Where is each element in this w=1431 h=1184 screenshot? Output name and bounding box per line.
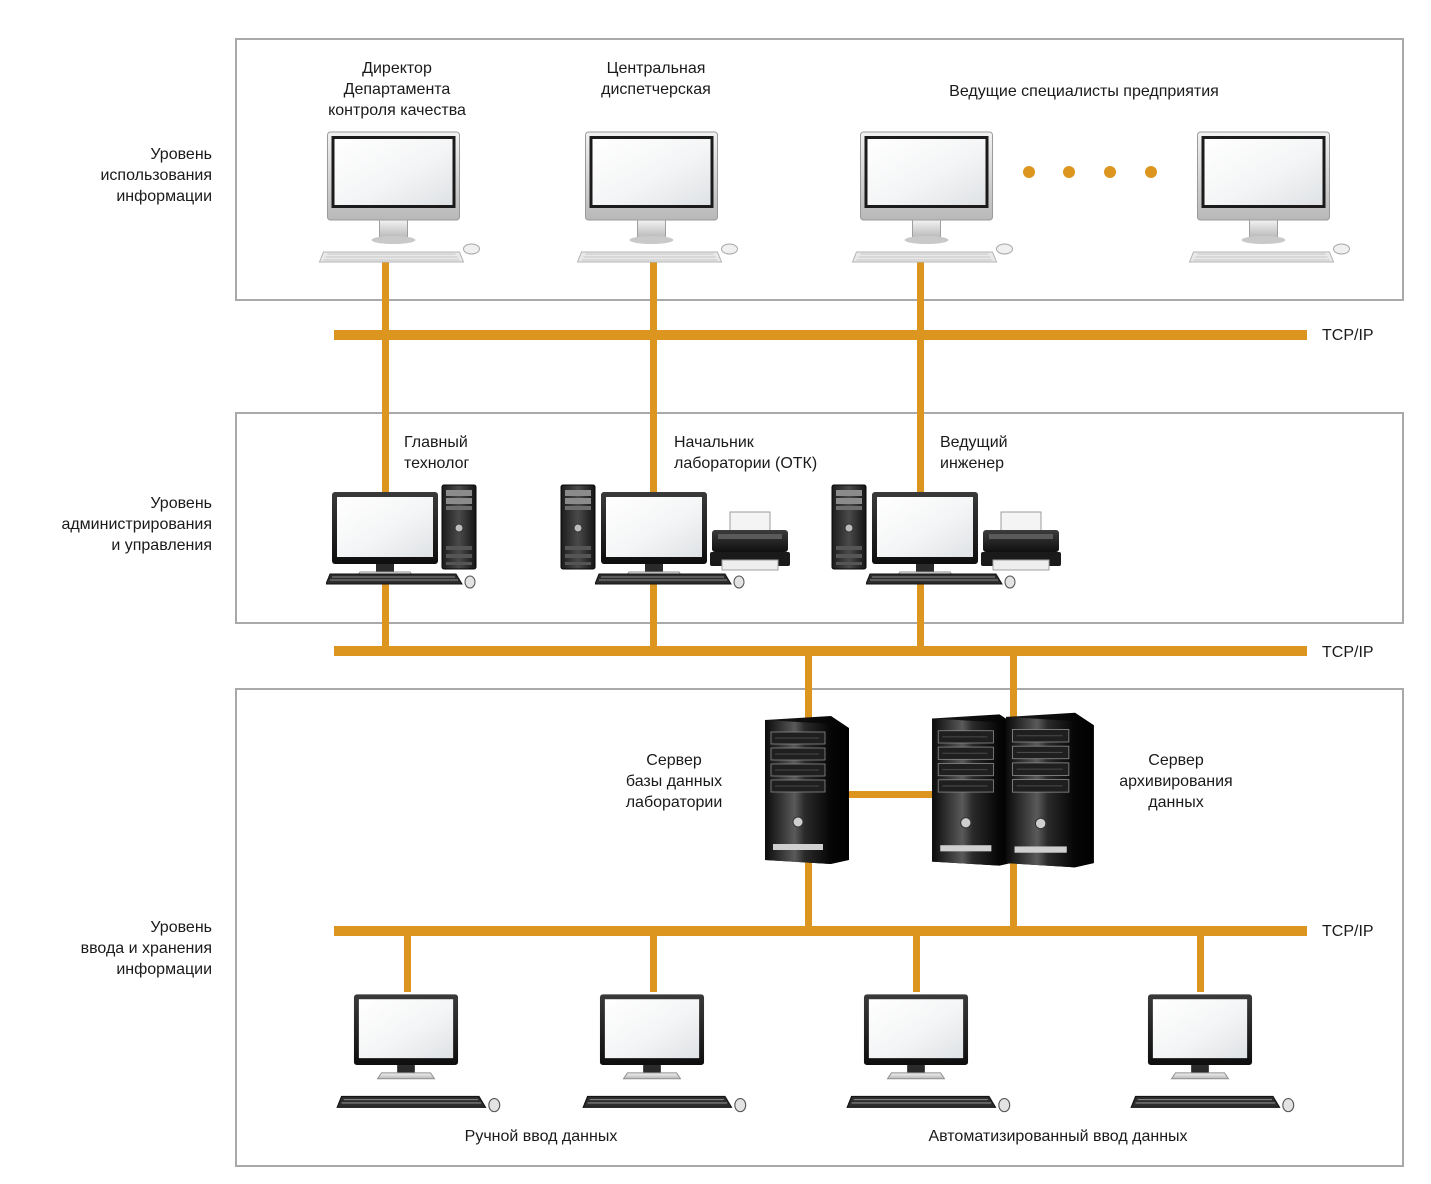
ellipsis-dot-4 (1145, 166, 1157, 178)
link-manual-1 (404, 934, 411, 992)
auto-input-label: Автоматизированный ввод данных (928, 1128, 1188, 1145)
level-label-input: Уровень ввода и хранения информации (80, 919, 212, 978)
server-label-archive: Сервер архивирования данных (1119, 752, 1233, 811)
link-auto-1 (913, 934, 920, 992)
ellipsis-dot-2 (1063, 166, 1075, 178)
usage-label-dispatch: Центральная диспетчерская (601, 60, 711, 98)
auto-input-monitor-1 (862, 990, 970, 1088)
manual-input-label: Ручной ввод данных (464, 1128, 618, 1145)
admin-label-engineer: Ведущий инженер (940, 434, 1008, 472)
tcpip-bus-middle (334, 646, 1307, 656)
auto-input-keyboard-1 (844, 1092, 1014, 1116)
link-dispatch (650, 262, 657, 648)
link-director (382, 262, 389, 648)
tower-lab-head (560, 484, 596, 570)
manual-input-monitor-2 (598, 990, 706, 1088)
protocol-label-bottom: TCP/IP (1322, 923, 1374, 940)
printer-lab-head (708, 510, 792, 572)
protocol-label-middle: TCP/IP (1322, 644, 1374, 661)
link-auto-2 (1197, 934, 1204, 992)
workstation-specialist-n (1187, 130, 1352, 270)
ellipsis-dot-3 (1104, 166, 1116, 178)
link-server-to-server (848, 791, 932, 798)
ellipsis-dot-1 (1023, 166, 1035, 178)
server-db-icon (760, 714, 852, 864)
server-label-db: Сервер базы данных лаборатории (625, 752, 723, 811)
manual-input-monitor-1 (352, 990, 460, 1088)
admin-label-lab-head: Начальник лаборатории (ОТК) (674, 434, 818, 472)
usage-label-director: Директор Департамента контроля качества (328, 60, 466, 119)
tower-engineer (831, 484, 867, 570)
auto-input-keyboard-2 (1128, 1092, 1298, 1116)
level-label-admin: Уровень администрирования и управления (61, 495, 212, 554)
link-specialists (917, 262, 924, 648)
auto-input-monitor-2 (1146, 990, 1254, 1088)
admin-label-technologist: Главный технолог (404, 434, 470, 472)
protocol-label-top: TCP/IP (1322, 327, 1374, 344)
input-level-frame (235, 688, 1404, 1167)
keyboard-engineer (866, 570, 1016, 592)
workstation-specialist-1 (850, 130, 1015, 270)
workstation-director (317, 130, 482, 270)
admin-level-frame (235, 412, 1404, 624)
keyboard-lab-head (595, 570, 745, 592)
workstation-dispatch (575, 130, 740, 270)
link-manual-2 (650, 934, 657, 992)
level-label-usage: Уровень использования информации (100, 146, 212, 205)
tower-technologist (441, 484, 477, 570)
tcpip-bus-bottom (334, 926, 1307, 936)
manual-input-keyboard-1 (334, 1092, 504, 1116)
usage-label-specialists: Ведущие специалисты предприятия (949, 83, 1219, 100)
usage-level-frame (235, 38, 1404, 301)
printer-engineer (979, 510, 1063, 572)
tcpip-bus-top (334, 330, 1307, 340)
manual-input-keyboard-2 (580, 1092, 750, 1116)
keyboard-technologist (326, 570, 476, 592)
